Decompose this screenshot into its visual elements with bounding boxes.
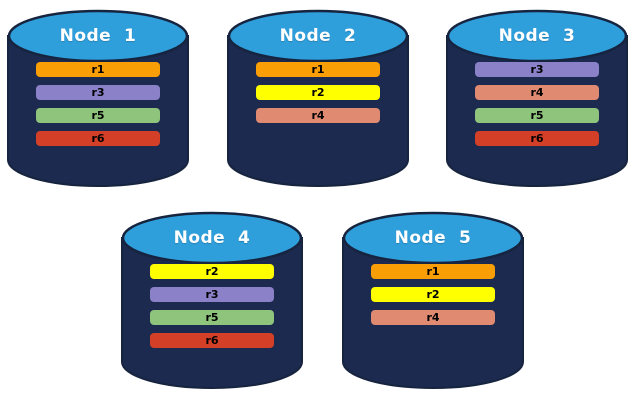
record-bar-r3[interactable]: r3: [475, 62, 599, 77]
record-list: r3 r4 r5 r6: [447, 62, 627, 146]
record-list: r1 r2 r4: [343, 264, 523, 325]
record-list: r1 r3 r5 r6: [8, 62, 188, 146]
record-bar-r1[interactable]: r1: [256, 62, 380, 77]
record-bar-r3[interactable]: r3: [150, 287, 274, 302]
record-bar-r4[interactable]: r4: [475, 85, 599, 100]
record-bar-r5[interactable]: r5: [150, 310, 274, 325]
record-bar-r6[interactable]: r6: [150, 333, 274, 348]
record-bar-r6[interactable]: r6: [475, 131, 599, 146]
record-bar-r1[interactable]: r1: [371, 264, 495, 279]
cylinder-top-ellipse: [121, 211, 303, 265]
record-bar-r3[interactable]: r3: [36, 85, 160, 100]
record-bar-r1[interactable]: r1: [36, 62, 160, 77]
record-bar-r4[interactable]: r4: [371, 310, 495, 325]
record-bar-r5[interactable]: r5: [475, 108, 599, 123]
record-list: r2 r3 r5 r6: [122, 264, 302, 348]
record-list: r1 r2 r4: [228, 62, 408, 123]
record-bar-r5[interactable]: r5: [36, 108, 160, 123]
record-bar-r4[interactable]: r4: [256, 108, 380, 123]
cylinder-top-ellipse: [227, 9, 409, 63]
cylinder-top-ellipse: [342, 211, 524, 265]
record-bar-r2[interactable]: r2: [371, 287, 495, 302]
record-bar-r6[interactable]: r6: [36, 131, 160, 146]
record-bar-r2[interactable]: r2: [256, 85, 380, 100]
cylinder-top-ellipse: [446, 9, 628, 63]
cylinder-top-ellipse: [7, 9, 189, 63]
record-bar-r2[interactable]: r2: [150, 264, 274, 279]
